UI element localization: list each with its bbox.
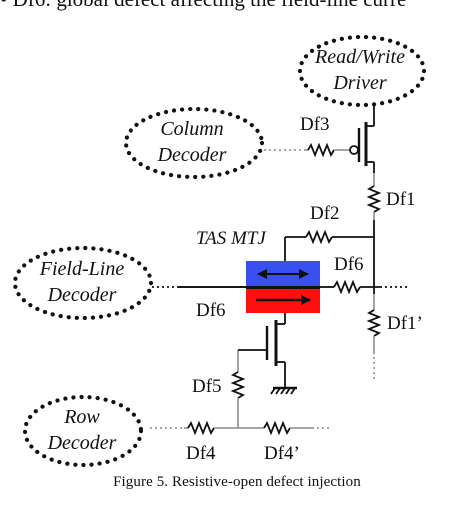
column-decoder-block xyxy=(123,106,265,180)
truncated-bullet-text: • Df6: global defect affecting the field… xyxy=(0,0,474,12)
df4-label: Df4 xyxy=(186,443,216,464)
tas-mtj-element xyxy=(246,261,320,313)
figure-caption: Figure 5. Resistive-open defect injectio… xyxy=(113,474,361,490)
read-write-driver-label-2: Driver xyxy=(332,72,387,94)
row-decoder-label-1: Row xyxy=(63,406,100,428)
df1-resistor xyxy=(366,185,382,213)
column-decoder-label-1: Column xyxy=(160,118,223,140)
field-line-decoder-label-2: Decoder xyxy=(47,284,117,306)
df6-left-label: Df6 xyxy=(196,300,226,321)
df5-label: Df5 xyxy=(192,376,222,397)
ground-icon xyxy=(270,386,297,395)
row-decoder-label-2: Decoder xyxy=(47,432,117,454)
field-line-decoder-label-1: Field-Line xyxy=(39,258,125,280)
df3-resistor xyxy=(307,142,335,158)
df1-prime-label: Df1’ xyxy=(387,313,423,334)
df1-prime-resistor xyxy=(366,309,382,337)
column-decoder-label-2: Decoder xyxy=(157,144,227,166)
row-decoder-block xyxy=(22,394,144,468)
field-line-decoder-block xyxy=(12,245,154,321)
read-write-driver-block xyxy=(297,34,427,108)
df2-resistor xyxy=(305,229,333,245)
df6-right-resistor xyxy=(333,279,361,295)
pmos-bubble xyxy=(349,145,359,155)
df4-prime-resistor xyxy=(263,420,291,436)
df4-prime-label: Df4’ xyxy=(264,443,300,464)
df3-label: Df3 xyxy=(300,114,330,135)
df1-label: Df1 xyxy=(386,189,416,210)
df6-right-label: Df6 xyxy=(334,254,364,275)
df5-resistor xyxy=(230,371,246,399)
read-write-driver-label-1: Read/Write xyxy=(314,46,405,68)
df2-label: Df2 xyxy=(310,203,340,224)
tas-mtj-label: TAS MTJ xyxy=(196,228,267,249)
df4-resistor xyxy=(187,420,215,436)
